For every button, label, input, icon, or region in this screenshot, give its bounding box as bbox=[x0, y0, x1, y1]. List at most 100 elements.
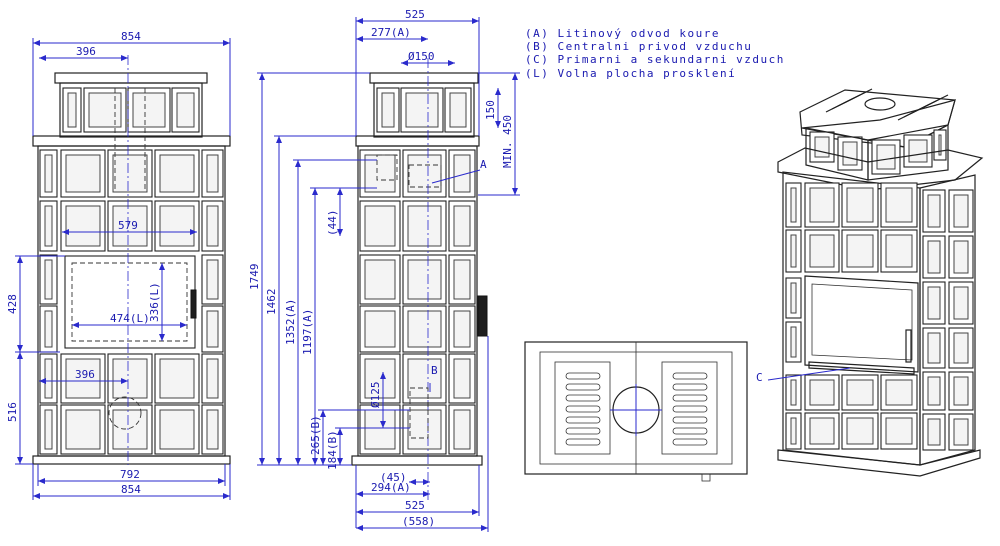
front-tile-inset bbox=[206, 310, 219, 348]
vent-slot bbox=[565, 372, 601, 380]
iso-side-tile-inset bbox=[953, 418, 969, 446]
legend-item-a: (A) Litinový odvod koure bbox=[525, 27, 720, 40]
front-air-inlet bbox=[108, 396, 142, 430]
front-glass-door bbox=[64, 255, 196, 349]
vent-slot bbox=[672, 427, 708, 435]
vent-slot bbox=[672, 383, 708, 391]
vent-slot bbox=[672, 372, 708, 380]
dim-396-ash: 396 bbox=[75, 368, 95, 381]
side-flue-hidden bbox=[408, 164, 442, 188]
iso-base bbox=[777, 449, 981, 477]
side-air-inlet bbox=[409, 387, 429, 439]
top-vent-left bbox=[554, 361, 611, 455]
iso-side-tiles bbox=[922, 189, 974, 451]
front-top-tiles bbox=[62, 87, 200, 133]
side-view: 525 277(A) Ø150 150 MIN. 450 A 1749 1462… bbox=[248, 8, 520, 532]
front-tile-inset bbox=[44, 409, 53, 450]
iso-vent bbox=[915, 94, 949, 112]
front-tile-inset bbox=[44, 154, 53, 193]
iso-side-tile-inset bbox=[927, 240, 941, 274]
side-tile-inset bbox=[407, 358, 442, 399]
iso-front-tile-inset bbox=[809, 187, 835, 223]
dim-396-top: 396 bbox=[76, 45, 96, 58]
front-tile-inset bbox=[65, 205, 101, 247]
front-tile-inset bbox=[206, 205, 219, 247]
legend: (A) Litinový odvod koure (B) Centralni p… bbox=[525, 27, 783, 80]
dim-854-bottom: 854 bbox=[121, 483, 141, 496]
iso-cap-tile-inset bbox=[938, 134, 942, 156]
top-vent-right bbox=[661, 361, 718, 455]
dim-277: 277(A) bbox=[371, 26, 411, 39]
iso-flue bbox=[864, 97, 896, 111]
side-tile-inset bbox=[453, 409, 471, 450]
iso-front-tile-inset bbox=[790, 417, 797, 445]
dim-flue: Ø150 bbox=[408, 50, 435, 63]
front-tile-inset bbox=[112, 409, 148, 450]
side-tile-inset bbox=[407, 154, 442, 193]
side-tile-inset bbox=[364, 205, 396, 247]
top-view-tab bbox=[701, 473, 711, 482]
front-tile-inset bbox=[44, 259, 53, 300]
side-tile-inset bbox=[407, 409, 442, 450]
dim-125: Ø125 bbox=[369, 382, 382, 409]
front-tile-inset bbox=[112, 205, 148, 247]
dim-45: (45) bbox=[380, 471, 407, 484]
iso-front-tile-inset bbox=[846, 234, 874, 268]
side-cap-tile-inset bbox=[449, 92, 467, 128]
front-cap-body bbox=[59, 82, 203, 138]
front-cap-top bbox=[54, 72, 208, 84]
top-view bbox=[524, 341, 748, 482]
dim-44: (44) bbox=[326, 210, 339, 237]
side-tile-inset bbox=[407, 310, 442, 348]
side-flue-outlet bbox=[376, 154, 398, 181]
side-cap-top bbox=[369, 72, 479, 84]
side-base bbox=[351, 455, 483, 466]
vent-slot bbox=[565, 416, 601, 424]
dim-min450: MIN. 450 bbox=[501, 115, 514, 168]
side-door-handle bbox=[477, 295, 488, 337]
front-tile-inset bbox=[112, 154, 148, 193]
front-view: 854 396 579 474(L) 336(L) 428 516 396 79… bbox=[6, 30, 231, 500]
dim-1462: 1462 bbox=[265, 289, 278, 316]
iso-front-tile-inset bbox=[846, 187, 874, 223]
side-tile-inset bbox=[453, 205, 471, 247]
iso-front-tile-inset bbox=[885, 379, 913, 406]
front-tile-inset bbox=[65, 154, 101, 193]
dim-792: 792 bbox=[120, 468, 140, 481]
iso-side-tile-inset bbox=[927, 194, 941, 228]
dim-558: (558) bbox=[402, 515, 435, 528]
side-body-tiles bbox=[359, 149, 476, 455]
front-tile-inset bbox=[44, 205, 53, 247]
leader-c bbox=[767, 367, 851, 381]
side-cap-tile-inset bbox=[381, 92, 395, 128]
front-tile-inset bbox=[159, 154, 195, 193]
iso-front-tile-inset bbox=[790, 379, 797, 406]
iso-front-tile-inset bbox=[846, 379, 874, 406]
vent-slot bbox=[565, 383, 601, 391]
front-tile-inset bbox=[206, 409, 219, 450]
iso-front-tile-inset bbox=[809, 379, 835, 406]
iso-handle bbox=[905, 329, 912, 363]
front-tile-inset bbox=[206, 259, 219, 300]
side-top-tiles bbox=[376, 87, 472, 133]
iso-top-vents bbox=[809, 88, 949, 175]
dim-525-bottom: 525 bbox=[405, 499, 425, 512]
front-tile-inset bbox=[206, 358, 219, 399]
vent-slot bbox=[672, 394, 708, 402]
iso-front-tile-inset bbox=[809, 234, 835, 268]
iso-side-tile-inset bbox=[953, 194, 969, 228]
front-tile-inset bbox=[159, 205, 195, 247]
front-base bbox=[32, 455, 231, 465]
front-cap-tile-inset bbox=[132, 92, 166, 128]
iso-side-tile-inset bbox=[927, 418, 941, 446]
iso-front-tile-inset bbox=[809, 417, 835, 445]
side-tile-inset bbox=[453, 154, 471, 193]
label-c: C bbox=[756, 371, 763, 384]
side-cap-body bbox=[373, 82, 475, 138]
iso-cornice bbox=[777, 147, 984, 191]
vent-slot bbox=[565, 427, 601, 435]
dim-294: 294(A) bbox=[371, 481, 411, 494]
iso-cap-side bbox=[867, 124, 949, 181]
